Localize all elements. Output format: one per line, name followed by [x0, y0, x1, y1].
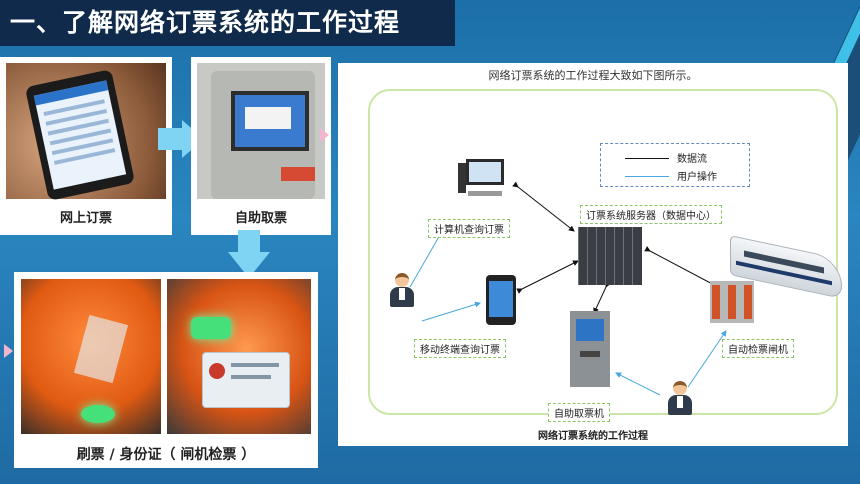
pink-arrow-icon [4, 344, 13, 358]
gate-photo-card: 刷票 / 身份证（ 闸机检票 ） [14, 272, 318, 468]
slide-title: 一、了解网络订票系统的工作过程 [0, 0, 455, 46]
diagram-frame: 数据流 用户操作 [368, 89, 842, 422]
gate-caption: 刷票 / 身份证（ 闸机检票 ） [76, 447, 256, 463]
mobile-label: 移动终端查询订票 [414, 339, 506, 358]
user-avatar-icon [388, 273, 416, 309]
ticket-gate-icon [710, 281, 754, 323]
data-flow-line-icon [625, 158, 669, 159]
high-speed-train-icon [730, 235, 842, 299]
ticket-gate-photo [21, 279, 161, 434]
id-card-icon [202, 352, 290, 408]
diagram-legend: 数据流 用户操作 [600, 143, 750, 187]
legend-user-operation: 用户操作 [677, 172, 717, 183]
online-booking-photo-card: 网上订票 [0, 57, 172, 235]
phone-in-hand-photo [6, 63, 166, 201]
self-service-caption: 自助取票 [234, 211, 287, 226]
ticket-kiosk-photo [197, 63, 325, 199]
smartphone-icon [24, 69, 136, 201]
self-service-photo-card: 自助取票 [191, 57, 331, 235]
legend-data-flow: 数据流 [677, 154, 707, 165]
diagram-heading: 网络订票系统的工作过程大致如下图所示。 [488, 69, 698, 82]
diagram-caption: 网络订票系统的工作过程 [538, 431, 648, 442]
ticket-kiosk-icon [570, 311, 610, 387]
server-label: 订票系统服务器（数据中心） [580, 205, 722, 224]
workflow-diagram: 网络订票系统的工作过程大致如下图所示。 数据流 用户操作 [338, 63, 848, 446]
pink-arrow-icon [320, 128, 329, 142]
gate-label: 自动检票闸机 [722, 339, 794, 358]
desktop-computer-icon [458, 159, 510, 197]
user-operation-line-icon [625, 176, 669, 177]
kiosk-label: 自助取票机 [548, 403, 610, 422]
mobile-phone-icon [486, 275, 516, 325]
server-rack-icon [578, 227, 644, 285]
user-avatar-icon [666, 381, 694, 417]
online-booking-caption: 网上订票 [59, 211, 112, 226]
computer-label: 计算机查询订票 [428, 219, 510, 238]
